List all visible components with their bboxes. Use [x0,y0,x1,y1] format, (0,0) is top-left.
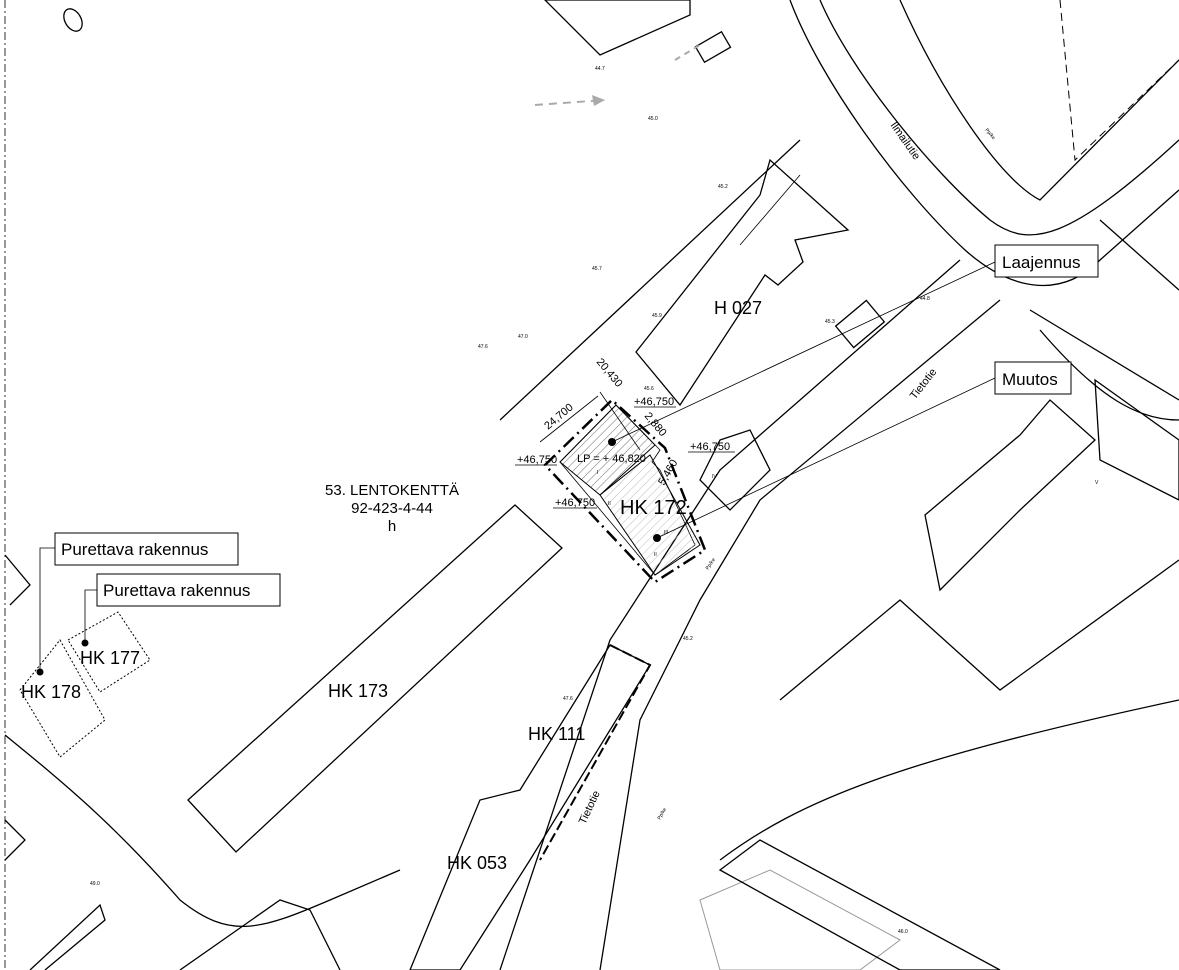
svg-text:49.0: 49.0 [90,881,100,887]
site-boundary [543,398,707,584]
floor-label: II [608,501,611,507]
annex [834,299,886,349]
h027-inner [739,174,801,246]
building-hk178-demolish[interactable] [19,639,106,758]
building-top [544,0,691,56]
extension-hatched[interactable] [559,404,656,496]
svg-text:45.3: 45.3 [825,319,835,325]
svg-text:44.7: 44.7 [595,66,605,72]
callout-laajennus: Laajennus [994,244,1099,278]
floor-label: III [664,530,668,536]
height-label: +46,750 [634,396,674,408]
road-edge-2 [819,0,1179,236]
road-edge-3 [899,0,1179,201]
building-iv [699,429,771,511]
road-south [719,699,1179,861]
label-hk172: HK 172 [620,497,687,519]
building-south [718,839,1001,970]
height-label: +46,750 [690,441,730,453]
svg-text:45.7: 45.7 [592,266,602,272]
building-h027 [635,158,850,407]
parcel-line [499,139,801,421]
label-hk111: HK 111 [528,724,585,744]
arrow-flow-2 [674,44,701,61]
road-south-east [779,559,1179,701]
building-hk111-hk053 [409,644,651,970]
callout-muutos-text: Muutos [1002,370,1058,389]
svg-text:45.6: 45.6 [644,386,654,392]
svg-text:47.6: 47.6 [478,344,488,350]
label-hk053: HK 053 [447,853,507,873]
leader-purettava-2 [84,589,97,643]
height-label: +46,750 [555,497,595,509]
svg-text:47.6: 47.6 [563,696,573,702]
leader-muutos [656,377,996,539]
callout-purettava-2: Purettava rakennus [96,573,281,607]
street-pp: Pp/ke [983,127,996,141]
road-tietotie-mid [599,299,1001,970]
svg-text:46.0: 46.0 [898,929,908,935]
building-south-gray [699,869,901,970]
marker-muutos [653,534,661,542]
parcel-dashed [1059,0,1179,162]
small-structure [694,30,732,64]
arrow-head-icon [592,95,605,106]
dimension-24700: 24,700 [542,401,575,432]
road-ilmailutie-edge [789,0,1179,287]
road-east-2 [1039,329,1179,421]
road-southwest [4,734,401,927]
building-hk173 [187,504,563,853]
street-ilmailutie: Ilmailutie [888,120,923,162]
callout-purettava-1: Purettava rakennus [54,532,239,566]
svg-text:45.9: 45.9 [652,313,662,319]
dimension-line-1 [539,395,599,443]
road-ne [1099,219,1179,291]
feature-oval [63,8,83,32]
building-edge-dashed [539,644,652,861]
street-tietotie: Tietotie [908,366,939,401]
callout-laajennus-text: Laajennus [1002,253,1080,272]
parcel-id: 92-423-4-44 [351,500,433,517]
callout-purettava-text: Purettava rakennus [103,581,250,600]
label-hk178: HK 178 [21,682,81,702]
leader-laajennus [611,261,996,443]
svg-text:45.0: 45.0 [648,116,658,122]
dimension-2880: 2,880 [642,410,669,439]
label-h027: H 027 [714,298,762,318]
floor-label: IV [712,474,717,480]
lp-height-label: LP = + 46,820 [577,453,646,465]
building-far-east [1094,378,1179,501]
callout-purettava-text: Purettava rakennus [61,540,208,559]
parcel-code: h [388,518,396,535]
callout-muutos: Muutos [994,361,1072,395]
label-hk173: HK 173 [328,681,388,701]
building-sw-2 [179,899,341,970]
modification-hatched[interactable] [599,454,701,576]
svg-text:44.8: 44.8 [920,296,930,302]
svg-text:45.2: 45.2 [718,184,728,190]
building-sw [29,903,106,970]
leader-purettava-1 [39,547,55,672]
street-pp: Pp/ke [657,807,669,821]
dimension-line-2 [599,391,641,451]
label-hk177: HK 177 [80,648,140,668]
floor-label: I [597,470,598,476]
dimension-20430: 20,430 [594,356,625,389]
floor-label: II [654,552,657,558]
elevation-points: 44.7 45.0 45.2 45.7 45.9 47.0 47.6 45.3 … [90,66,930,935]
road-east [1029,309,1179,401]
building-east [924,399,1096,592]
street-tietotie: Tietotie [577,789,603,826]
height-label: +46,750 [517,454,557,466]
svg-text:45.2: 45.2 [683,636,693,642]
street-pp: Pp/ke [705,557,717,571]
road-tietotie-west [499,259,961,970]
marker-laajennus [608,438,616,446]
parcel-name: 53. LENTOKENTTÄ [325,482,459,499]
svg-text:47.0: 47.0 [518,334,528,340]
floor-label: V [1095,480,1099,486]
